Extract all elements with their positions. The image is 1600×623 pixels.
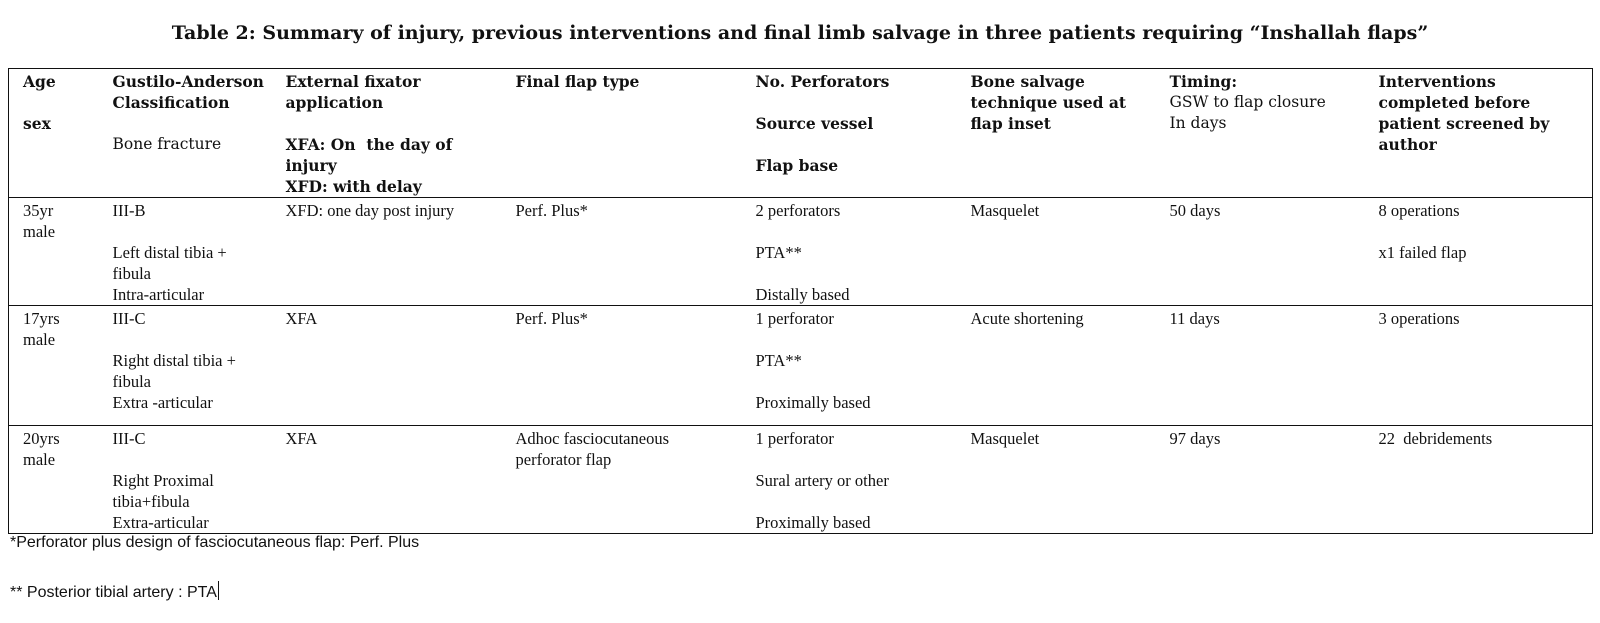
cell-timing: 97 days (1155, 425, 1365, 534)
footnote-pta[interactable]: ** Posterior tibial artery : PTA (10, 581, 219, 602)
header-age-sex: Age sex (8, 68, 99, 198)
table-row: 35yr male III-B Left distal tibia + fibu… (8, 197, 1593, 306)
header-row: Age sex Gustilo-Anderson Classification … (8, 68, 1593, 198)
cell-gustilo-anderson: III-C Right distal tibia + fibula Extra … (98, 305, 272, 426)
cell-bone-salvage: Acute shortening (956, 305, 1156, 426)
cell-perforators: 1 perforator PTA** Proximally based (741, 305, 957, 426)
cell-gustilo-anderson: III-C Right Proximal tibia+fibula Extra-… (98, 425, 272, 534)
cell-age-sex: 17yrs male (8, 305, 99, 426)
header-interventions: Interventions completed before patient s… (1364, 68, 1593, 198)
cell-external-fixator: XFA (271, 305, 502, 426)
cell-perforators: 2 perforators PTA** Distally based (741, 197, 957, 306)
footnote-pta-text: ** Posterior tibial artery : PTA (10, 584, 217, 601)
cell-bone-salvage: Masquelet (956, 425, 1156, 534)
cell-final-flap-type: Perf. Plus* (501, 197, 742, 306)
table-row: 17yrs male III-C Right distal tibia + fi… (8, 305, 1593, 426)
cell-interventions: 3 operations (1364, 305, 1593, 426)
cell-interventions: 22 debridements (1364, 425, 1593, 534)
cell-final-flap-type: Adhoc fasciocutaneous perforator flap (501, 425, 742, 534)
cell-perforators: 1 perforator Sural artery or other Proxi… (741, 425, 957, 534)
header-gustilo-anderson: Gustilo-Anderson Classification Bone fra… (98, 68, 272, 198)
cell-external-fixator: XFD: one day post injury (271, 197, 502, 306)
cell-timing: 50 days (1155, 197, 1365, 306)
cell-final-flap-type: Perf. Plus* (501, 305, 742, 426)
header-bone-salvage: Bone salvage technique used at flap inse… (956, 68, 1156, 198)
cell-bone-salvage: Masquelet (956, 197, 1156, 306)
cell-gustilo-anderson: III-B Left distal tibia + fibula Intra-a… (98, 197, 272, 306)
header-timing: Timing: GSW to flap closure In days (1155, 68, 1365, 198)
cell-interventions: 8 operations x1 failed flap (1364, 197, 1593, 306)
header-final-flap-type: Final flap type (501, 68, 742, 198)
cell-age-sex: 20yrs male (8, 425, 99, 534)
cell-age-sex: 35yr male (8, 197, 99, 306)
cell-external-fixator: XFA (271, 425, 502, 534)
header-external-fixator: External fixator application XFA: On the… (271, 68, 502, 198)
table-title: Table 2: Summary of injury, previous int… (171, 22, 1429, 44)
footnote-perf-plus: *Perforator plus design of fasciocutaneo… (10, 534, 420, 551)
header-perforators: No. Perforators Source vessel Flap base (741, 68, 957, 198)
text-cursor (217, 581, 219, 600)
table-row: 20yrs male III-C Right Proximal tibia+fi… (8, 425, 1593, 534)
summary-table: Age sex Gustilo-Anderson Classification … (8, 68, 1593, 534)
cell-timing: 11 days (1155, 305, 1365, 426)
